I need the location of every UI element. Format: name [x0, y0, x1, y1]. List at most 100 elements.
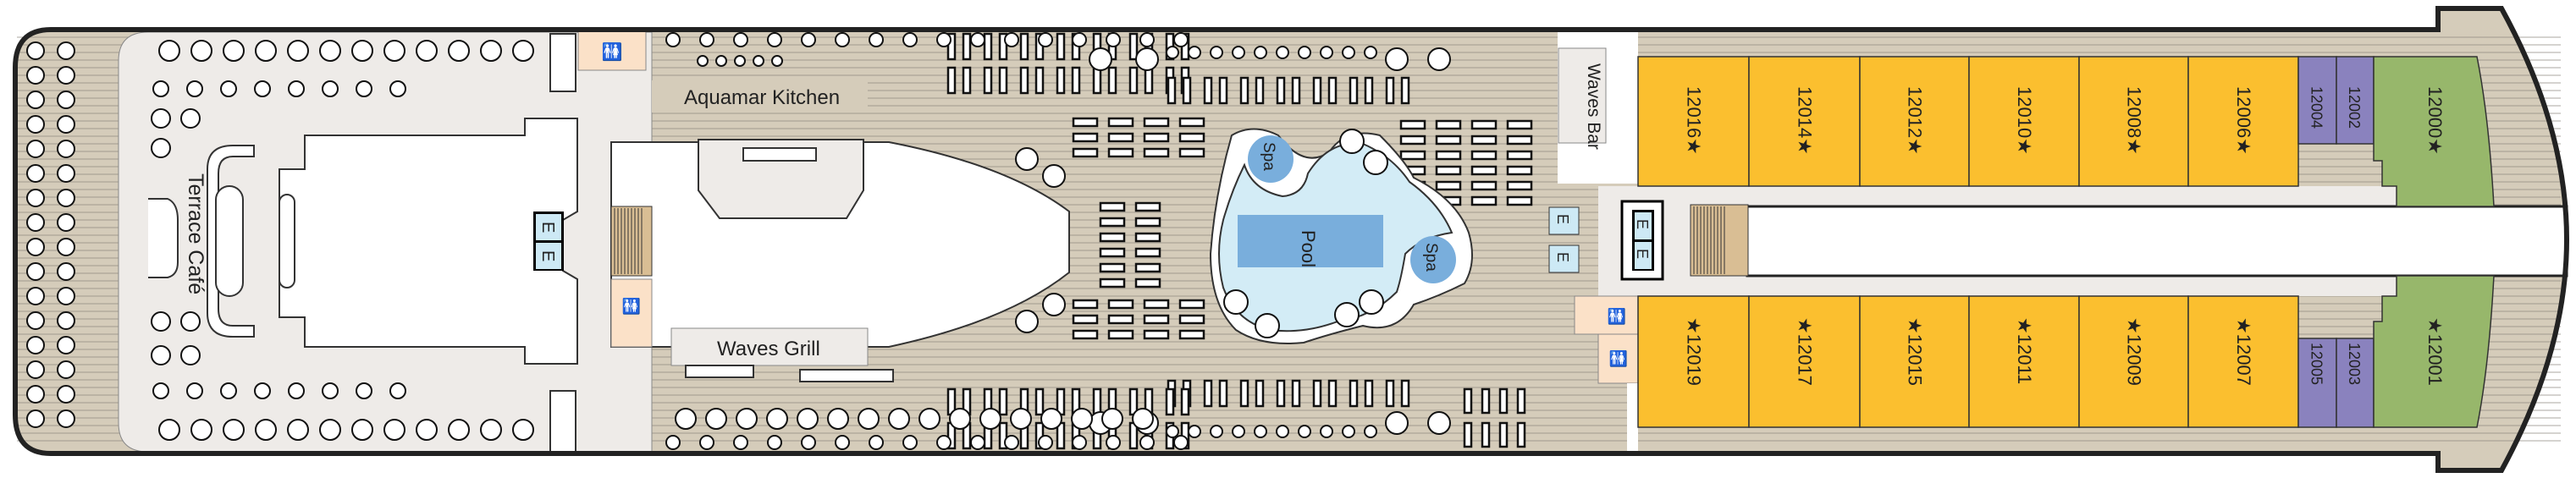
elevator[interactable] — [1635, 242, 1652, 269]
spa[interactable] — [1248, 135, 1294, 183]
table — [448, 419, 470, 441]
table — [389, 80, 406, 97]
cabins: 12016★ 12014★ 12012★12010★12008★ 12006★ 1200… — [1637, 56, 2495, 428]
cabin-12019[interactable]: ★12019 — [1637, 295, 1750, 428]
elevator[interactable] — [1548, 206, 1580, 235]
cabin-number: ★12019 — [1684, 317, 1705, 386]
lounge-chair — [1134, 232, 1161, 243]
cabin-number: 12014★ — [1795, 86, 1816, 155]
lounge-chair — [1516, 421, 1526, 448]
cabin-12017[interactable]: ★12017 — [1748, 295, 1861, 428]
table — [902, 32, 918, 47]
table — [1004, 32, 1019, 47]
table — [1364, 425, 1377, 438]
lounge-chair — [1498, 421, 1509, 448]
table — [1385, 47, 1409, 71]
lounge-chair — [1143, 329, 1170, 340]
lounge-chair — [1399, 119, 1426, 130]
cabin-number: 12006★ — [2233, 86, 2254, 155]
cabin-number: ★12009 — [2124, 317, 2145, 386]
pool-seat — [1363, 150, 1388, 175]
restroom[interactable] — [1597, 333, 1639, 384]
table — [351, 40, 373, 62]
table — [186, 382, 203, 399]
lounge-chair — [1178, 299, 1205, 310]
spa[interactable] — [1410, 236, 1456, 283]
elevator[interactable] — [536, 243, 561, 269]
table — [1320, 46, 1333, 59]
table — [26, 409, 45, 428]
cabin-12001[interactable]: ★12001 — [2373, 275, 2495, 428]
lounge-chair — [1107, 329, 1134, 340]
lounge-chair — [946, 32, 957, 61]
lounge-chair — [1435, 150, 1462, 161]
restroom[interactable] — [1574, 295, 1639, 335]
lounge-chair — [1134, 277, 1161, 288]
waves-bar[interactable] — [1558, 47, 1607, 144]
stairs-aft[interactable] — [610, 206, 653, 277]
table — [767, 435, 782, 450]
elevator-label: E — [1634, 219, 1651, 229]
table — [970, 32, 985, 47]
lounge-chair — [1134, 217, 1161, 228]
lounge-chair — [1481, 387, 1491, 415]
restroom[interactable] — [610, 278, 653, 348]
spa-label: Spa — [1422, 243, 1440, 272]
deck-furniture — [26, 32, 1533, 450]
lounge-chair — [1463, 421, 1473, 448]
table — [665, 435, 681, 450]
lounge-chair — [998, 421, 1008, 450]
lounge-chair — [998, 32, 1008, 61]
cabin-12006[interactable]: 12006★ — [2187, 56, 2299, 187]
cabin-12007[interactable]: ★12007 — [2187, 295, 2299, 428]
stair-steps — [1690, 206, 1725, 274]
lounge-chair — [962, 32, 972, 61]
elevator[interactable] — [1635, 212, 1652, 239]
pool-basin — [1238, 215, 1383, 267]
cabin-12015[interactable]: ★12015 — [1859, 295, 1970, 428]
cabin-12003[interactable]: 12003 — [2336, 338, 2375, 428]
table — [1015, 310, 1039, 333]
aquamar-kitchen-area[interactable] — [652, 80, 868, 113]
lounge-chair — [1143, 147, 1170, 158]
table — [151, 108, 171, 129]
table — [26, 115, 45, 134]
table — [753, 55, 764, 67]
table — [1072, 435, 1087, 450]
table — [1166, 425, 1179, 438]
lounge-chair — [1506, 135, 1533, 146]
table — [351, 419, 373, 441]
cabin-12004[interactable]: 12004 — [2297, 56, 2337, 145]
cabin-12016[interactable]: 12016★ — [1637, 56, 1750, 187]
table — [801, 32, 816, 47]
lounge-chair — [1143, 314, 1170, 325]
elevator[interactable] — [536, 214, 561, 240]
cabin-12011[interactable]: ★12011 — [1968, 295, 2080, 428]
table — [1038, 32, 1053, 47]
table — [715, 55, 727, 67]
table — [1210, 425, 1223, 438]
table — [858, 408, 880, 430]
waves-grill-area[interactable] — [670, 327, 869, 366]
cabin-12010[interactable]: 12010★ — [1968, 56, 2080, 187]
pool-seat — [1223, 289, 1249, 315]
lounge-chair — [1470, 119, 1498, 130]
cabin-12014[interactable]: 12014★ — [1748, 56, 1861, 187]
cabin-12009[interactable]: ★12009 — [2078, 295, 2189, 428]
table — [26, 140, 45, 158]
cabin-12000[interactable]: 12000★ — [2373, 56, 2495, 207]
elevator[interactable] — [1548, 244, 1580, 273]
cabin-12008[interactable]: 12008★ — [2078, 56, 2189, 187]
restroom[interactable] — [577, 30, 647, 71]
lounge-chair — [998, 66, 1008, 95]
grill-counter — [685, 365, 754, 378]
lounge-chair — [1349, 379, 1359, 408]
table — [835, 32, 850, 47]
cabin-12012[interactable]: 12012★ — [1859, 56, 1970, 187]
stairs-forward[interactable] — [1690, 204, 1749, 277]
cabin-12002[interactable]: 12002 — [2336, 56, 2375, 145]
cabin-12005[interactable]: 12005 — [2297, 338, 2337, 428]
table — [57, 115, 75, 134]
restroom-icon: 🚻 — [1608, 307, 1626, 325]
table — [57, 385, 75, 404]
